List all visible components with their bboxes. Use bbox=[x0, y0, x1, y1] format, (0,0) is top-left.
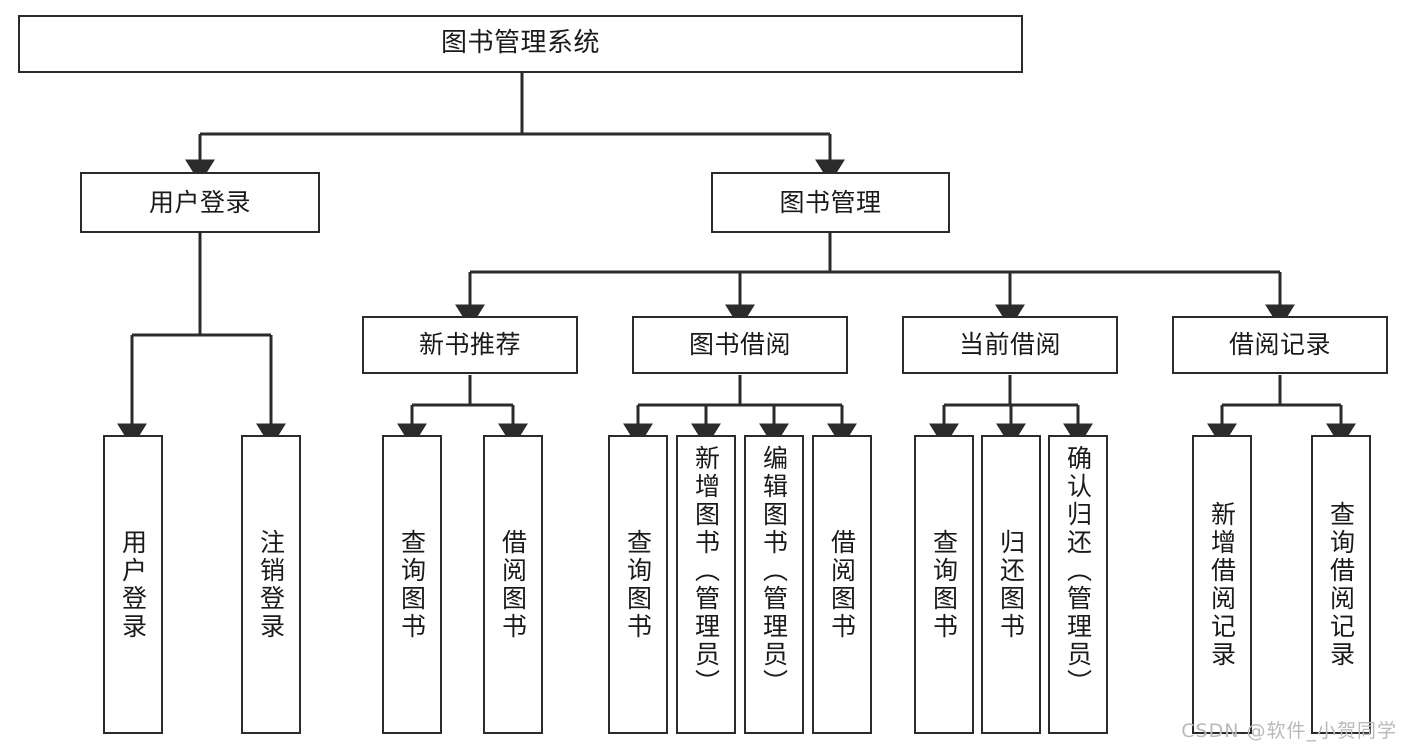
node-root-book-management-system[interactable]: 图书管理系统 bbox=[18, 15, 1023, 73]
node-label: 借阅图书 bbox=[827, 528, 857, 641]
leaf-add-book-admin[interactable]: 新增图书（管理员） bbox=[676, 435, 736, 734]
node-new-book-recommendation[interactable]: 新书推荐 bbox=[362, 316, 578, 374]
node-label: 用户登录 bbox=[118, 528, 148, 641]
leaf-add-borrow-record[interactable]: 新增借阅记录 bbox=[1192, 435, 1252, 734]
leaf-logout[interactable]: 注销登录 bbox=[241, 435, 301, 734]
node-label: 图书管理 bbox=[779, 187, 882, 217]
leaf-edit-book-admin[interactable]: 编辑图书（管理员） bbox=[744, 435, 804, 734]
leaf-return-book[interactable]: 归还图书 bbox=[981, 435, 1041, 734]
node-label: 借阅记录 bbox=[1228, 330, 1331, 359]
node-label: 图书借阅 bbox=[688, 330, 791, 359]
node-label: 编辑图书（管理员） bbox=[759, 445, 789, 697]
node-label: 用户登录 bbox=[148, 187, 251, 217]
leaf-borrow-book-1[interactable]: 借阅图书 bbox=[483, 435, 543, 734]
node-label: 查询图书 bbox=[397, 528, 427, 641]
node-label: 新增借阅记录 bbox=[1207, 500, 1237, 669]
leaf-query-borrow-record[interactable]: 查询借阅记录 bbox=[1311, 435, 1371, 734]
node-user-login[interactable]: 用户登录 bbox=[80, 172, 320, 233]
node-label: 查询借阅记录 bbox=[1326, 500, 1356, 669]
node-label: 归还图书 bbox=[996, 528, 1026, 641]
node-label: 当前借阅 bbox=[958, 330, 1061, 359]
node-current-borrowing[interactable]: 当前借阅 bbox=[902, 316, 1118, 374]
node-label: 注销登录 bbox=[256, 528, 286, 641]
node-label: 查询图书 bbox=[929, 528, 959, 641]
leaf-query-book-3[interactable]: 查询图书 bbox=[914, 435, 974, 734]
node-label: 确认归还（管理员） bbox=[1063, 445, 1093, 697]
leaf-confirm-return-admin[interactable]: 确认归还（管理员） bbox=[1048, 435, 1108, 734]
node-label: 借阅图书 bbox=[498, 528, 528, 641]
leaf-user-login[interactable]: 用户登录 bbox=[103, 435, 163, 734]
leaf-query-book-2[interactable]: 查询图书 bbox=[608, 435, 668, 734]
node-label: 新增图书（管理员） bbox=[691, 445, 721, 697]
node-label: 图书管理系统 bbox=[440, 28, 600, 59]
leaf-query-book-1[interactable]: 查询图书 bbox=[382, 435, 442, 734]
node-book-management[interactable]: 图书管理 bbox=[711, 172, 950, 233]
leaf-borrow-book-2[interactable]: 借阅图书 bbox=[812, 435, 872, 734]
node-label: 新书推荐 bbox=[418, 330, 521, 359]
node-borrowing-record[interactable]: 借阅记录 bbox=[1172, 316, 1388, 374]
node-book-borrowing[interactable]: 图书借阅 bbox=[632, 316, 848, 374]
node-label: 查询图书 bbox=[623, 528, 653, 641]
